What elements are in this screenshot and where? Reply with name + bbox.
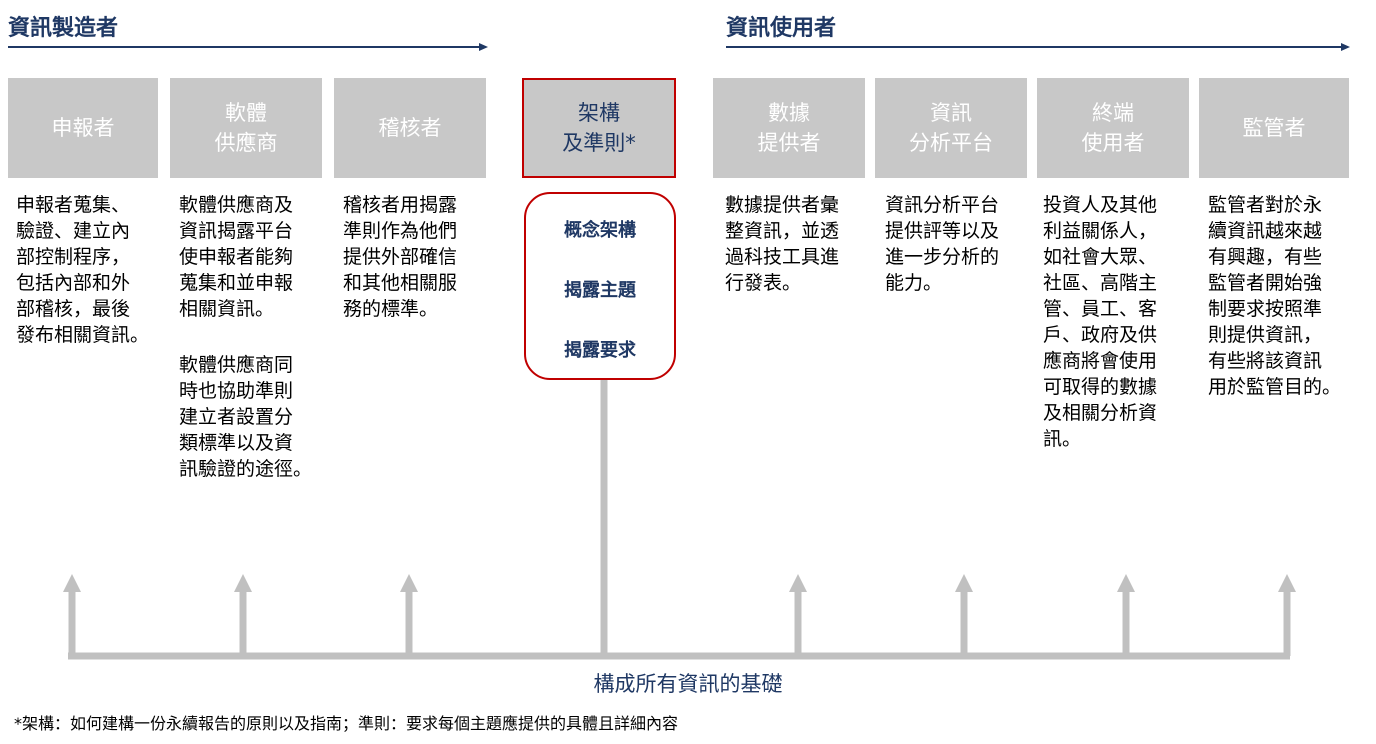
box-end-user-label: 終端 使用者 — [1081, 101, 1145, 155]
desc-regulator: 監管者對於永 續資訊越來越 有興趣，有些 監管者開始強 制要求按照準 則提供資訊… — [1208, 194, 1342, 398]
producers-header: 資訊製造者 — [8, 16, 119, 41]
desc-end-user: 投資人及其他 利益關係人， 如社會大眾、 社區、高階主 管、員工、客 戶、政府及… — [1043, 194, 1158, 450]
box-auditor: 稽核者 — [334, 78, 486, 178]
users-header-arrowhead — [1341, 43, 1350, 51]
box-reporter-label: 申報者 — [51, 116, 115, 140]
upward-arrow-data-provider — [789, 574, 807, 656]
box-analysis-platform-label: 資訊 分析平台 — [909, 101, 993, 155]
desc-reporter: 申報者蒐集、 驗證、建立內 部控制程序， 包括內部和外 部稽核，最後 發布相關資… — [16, 194, 150, 346]
desc-auditor: 稽核者用揭露 準則作為他們 提供外部確信 和其他相關服 務的標準。 — [343, 194, 458, 320]
upward-arrow-end-user — [1117, 574, 1135, 656]
box-end-user: 終端 使用者 — [1037, 78, 1189, 178]
upward-arrow-software — [234, 574, 252, 656]
upward-arrow-analysis-platform — [955, 574, 973, 656]
box-data-provider-label: 數據 提供者 — [757, 101, 821, 155]
box-regulator-label: 監管者 — [1242, 116, 1306, 140]
users-header: 資訊使用者 — [726, 16, 837, 41]
box-auditor-label: 稽核者 — [378, 116, 442, 140]
desc-data-provider: 數據提供者彙 整資訊，並透 過科技工具進 行發表。 — [725, 194, 840, 294]
footnote: *架構：如何建構一份永續報告的原則以及指南；準則：要求每個主題應提供的具體且詳細… — [14, 714, 679, 733]
framework-item-requirements: 揭露要求 — [564, 340, 636, 361]
box-software-label: 軟體 供應商 — [214, 101, 278, 155]
box-analysis-platform: 資訊 分析平台 — [875, 78, 1027, 178]
box-reporter: 申報者 — [8, 78, 158, 178]
upward-arrow-reporter — [63, 574, 81, 656]
desc-software-1: 軟體供應商及 資訊揭露平台 使申報者能夠 蒐集和並申報 相關資訊。 — [179, 194, 294, 320]
desc-software-2: 軟體供應商同 時也協助準則 建立者設置分 類標準以及資 訊驗證的途徑。 — [179, 354, 313, 480]
box-software: 軟體 供應商 — [170, 78, 322, 178]
framework-item-concept: 概念架構 — [564, 220, 636, 241]
upward-arrow-auditor — [400, 574, 418, 656]
framework-components-box: 概念架構 揭露主題 揭露要求 — [524, 192, 676, 380]
box-framework-label: 架構 及準則* — [562, 101, 636, 155]
producers-header-arrowhead — [479, 43, 488, 51]
framework-item-topics: 揭露主題 — [564, 280, 636, 301]
upward-arrow-regulator — [1278, 574, 1296, 656]
foundation-label: 構成所有資訊的基礎 — [593, 672, 783, 696]
desc-analysis-platform: 資訊分析平台 提供評等以及 進一步分析的 能力。 — [885, 194, 1000, 294]
box-framework: 架構 及準則* — [522, 78, 676, 178]
box-data-provider: 數據 提供者 — [713, 78, 865, 178]
box-regulator: 監管者 — [1199, 78, 1349, 178]
